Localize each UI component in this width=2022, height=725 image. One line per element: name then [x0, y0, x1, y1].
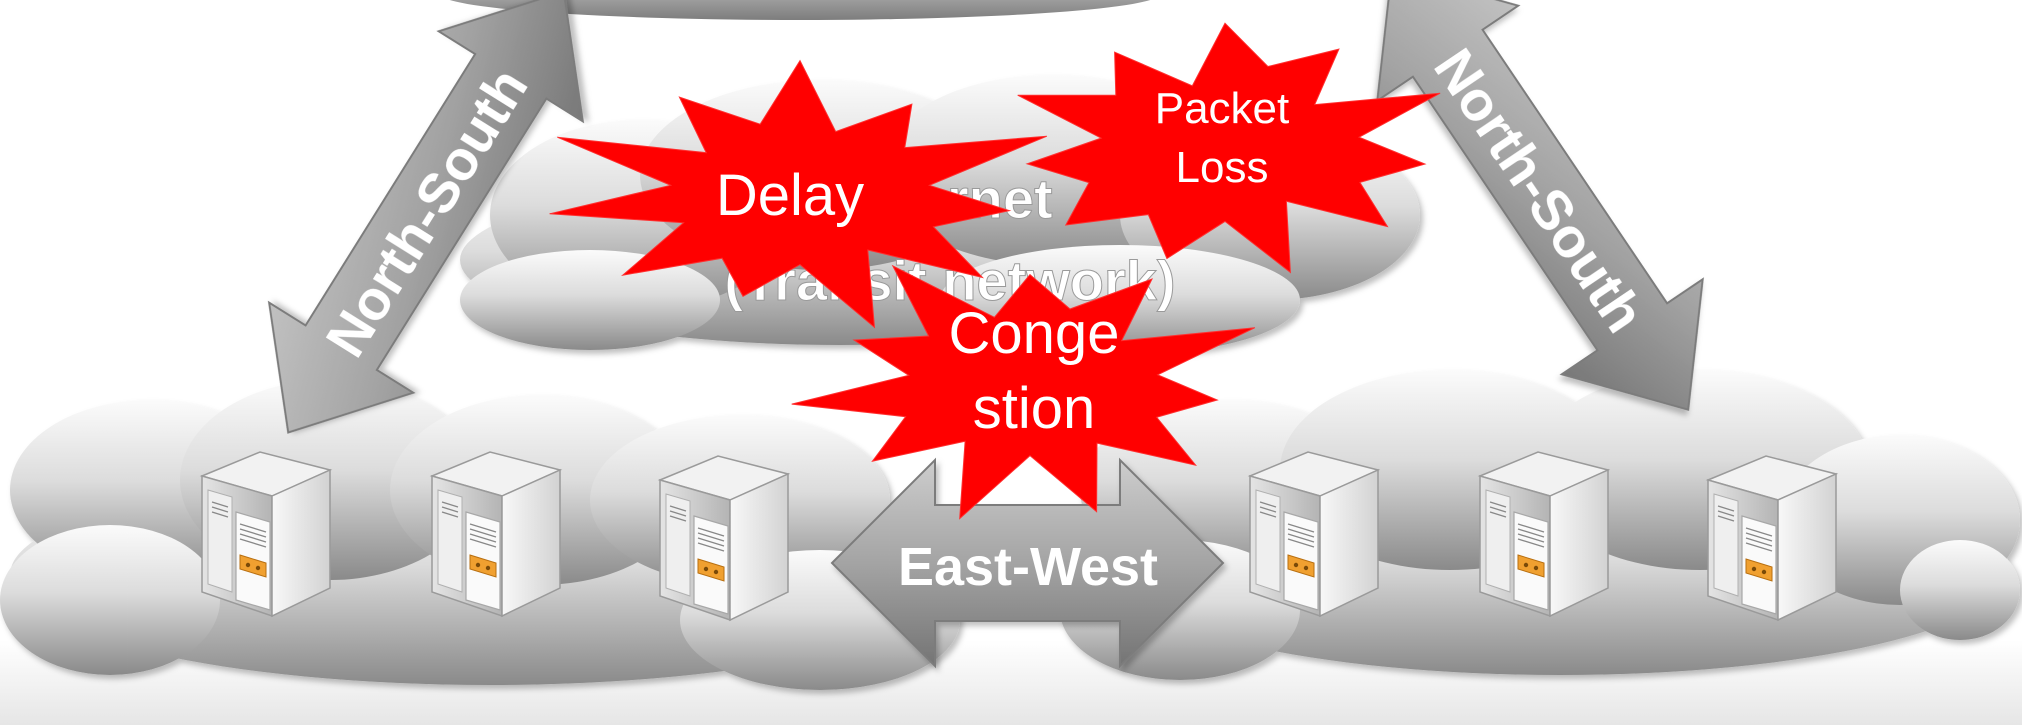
- east-west-label: East-West: [898, 537, 1158, 597]
- server-icon: [431, 451, 561, 617]
- server-icon: [659, 455, 789, 621]
- top-cloud: [449, 0, 1151, 20]
- congestion-label-line2: stion: [973, 376, 1096, 441]
- packet-loss-label-line1: Packet: [1155, 84, 1290, 133]
- packet-loss-burst: Packet Loss: [1017, 22, 1441, 274]
- server-icon: [201, 451, 331, 617]
- right-north-south-label: North-South: [1422, 37, 1657, 343]
- delay-label: Delay: [716, 163, 864, 228]
- east-west-arrow: East-West: [830, 457, 1225, 669]
- server-icon: [1707, 455, 1837, 621]
- congestion-label-line1: Conge: [949, 301, 1120, 366]
- congestion-burst: Conge stion: [791, 264, 1256, 520]
- delay-burst: Delay: [549, 59, 1048, 329]
- server-icon: [1249, 451, 1379, 617]
- packet-loss-label-line2: Loss: [1176, 143, 1269, 192]
- server-icon: [1479, 451, 1609, 617]
